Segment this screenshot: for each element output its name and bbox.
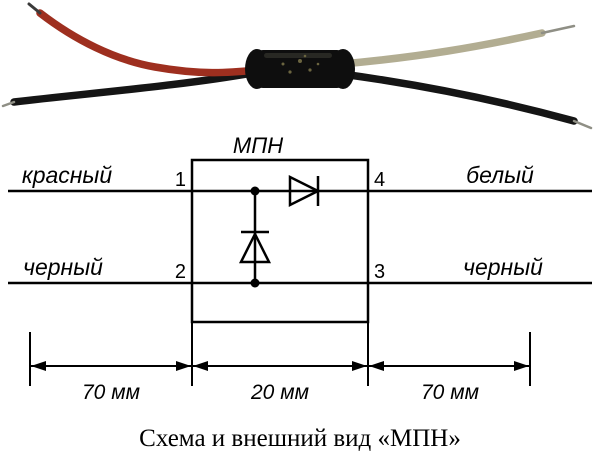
dimension-center-label: 20 мм — [250, 381, 309, 404]
pin-2: 2 — [175, 261, 186, 283]
wire-label-bottom-left: черный — [23, 254, 103, 280]
dimension-right-label: 70 мм — [421, 381, 479, 404]
pin-4: 4 — [374, 169, 385, 191]
circuit-schematic: МПН 1 2 4 3 красный черный белый черный — [8, 135, 592, 404]
shunt-diode-triangle — [238, 231, 272, 264]
wire-label-bottom-right: черный — [463, 254, 543, 280]
junction-dot-bottom — [250, 278, 260, 288]
wire-label-top-left: красный — [22, 162, 113, 188]
module-highlight — [264, 53, 332, 58]
junction-dot-top — [250, 186, 260, 196]
shunt-diode — [238, 230, 272, 264]
module-speckles — [281, 54, 320, 74]
right-white-wire-tip — [540, 24, 576, 35]
left-black-wire-tip — [1, 100, 16, 108]
wire-label-top-right: белый — [466, 162, 534, 188]
series-diode-triangle — [288, 174, 321, 208]
left-red-wire-tip — [27, 2, 42, 15]
right-black-wire-tip — [572, 119, 593, 130]
module-body — [245, 49, 355, 89]
schematic-title: МПН — [233, 135, 283, 158]
pin-1: 1 — [175, 169, 186, 191]
dimension-arrowheads — [31, 361, 529, 371]
right-white-wire — [338, 29, 546, 68]
component-box — [190, 158, 370, 324]
pin-3: 3 — [374, 261, 385, 283]
left-black-wire — [10, 68, 262, 106]
module-sleeve — [252, 50, 348, 88]
dimension-lines — [29, 323, 531, 386]
left-red-wire — [36, 9, 262, 77]
device-photo — [1, 2, 593, 130]
figure-caption: Схема и внешний вид «МПН» — [139, 425, 461, 452]
dimension-left-label: 70 мм — [82, 381, 140, 404]
series-diode — [288, 174, 321, 208]
right-black-wire — [338, 70, 578, 125]
